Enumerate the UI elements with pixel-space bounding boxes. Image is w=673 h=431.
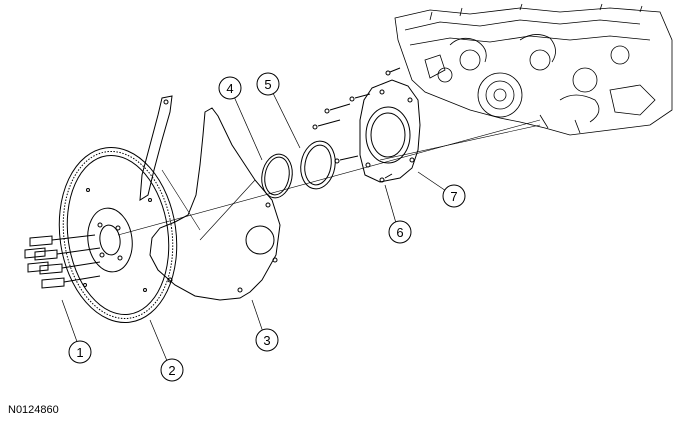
flexplate-bolts <box>24 234 101 289</box>
callout-4-circle <box>218 76 242 100</box>
retainer-bolts <box>312 67 401 183</box>
callout-4: 4 <box>226 81 233 96</box>
seal-ring <box>261 153 293 199</box>
engine-block <box>394 3 673 136</box>
callout-7-circle <box>442 184 466 208</box>
callout-5: 5 <box>264 77 271 92</box>
callout-2: 2 <box>168 363 175 378</box>
callout-5-circle <box>256 72 280 96</box>
alignment-lines <box>117 119 541 241</box>
callout-labels: 1 2 3 4 5 6 7 <box>76 77 457 378</box>
callout-7: 7 <box>450 189 457 204</box>
engine-separator-plate <box>149 107 281 301</box>
figure-reference-code: N0124860 <box>8 404 59 416</box>
callout-3: 3 <box>263 333 270 348</box>
callout-circles <box>68 72 466 382</box>
callout-2-circle <box>160 358 184 382</box>
rear-main-seal <box>300 140 336 190</box>
flexplate <box>58 146 178 324</box>
callout-6: 6 <box>396 225 403 240</box>
callout-3-circle <box>255 328 279 352</box>
callout-1: 1 <box>76 345 83 360</box>
bracket-strip <box>139 95 173 201</box>
callout-1-circle <box>68 340 92 364</box>
callout-6-circle <box>388 220 412 244</box>
